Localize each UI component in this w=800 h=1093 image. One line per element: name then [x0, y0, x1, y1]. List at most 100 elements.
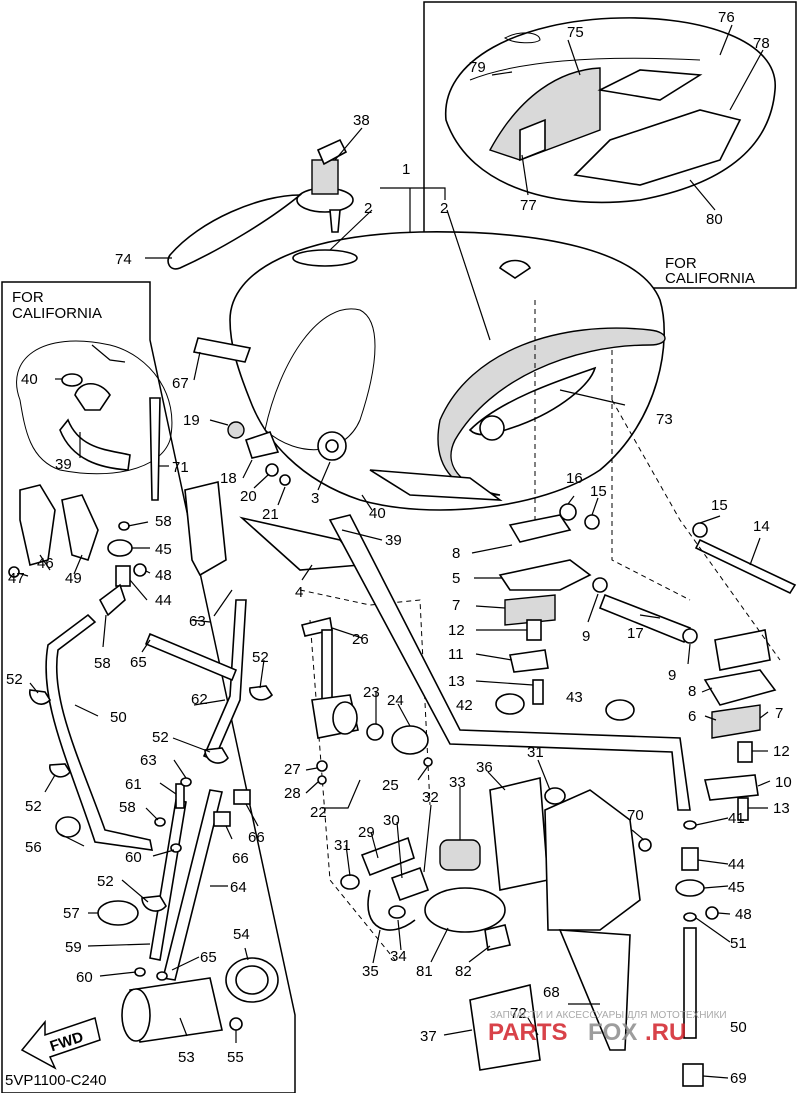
fuel-pump-assembly	[340, 777, 652, 951]
callout-50-right: 50	[730, 1019, 747, 1036]
fuel-tank-assembly	[229, 231, 666, 571]
callout-77: 77	[520, 197, 537, 214]
washer-23	[366, 723, 384, 741]
grommet-16	[559, 503, 577, 521]
callout-78: 78	[753, 35, 770, 52]
callout-58-mid: 58	[94, 655, 111, 672]
clamp-52-a	[29, 689, 52, 705]
callout-76: 76	[718, 9, 735, 26]
hose-50-left	[45, 613, 154, 851]
fwd-arrow: FWD	[20, 1017, 101, 1070]
clip-51	[683, 912, 697, 922]
emblem-roundel	[479, 415, 505, 441]
callout-52-b: 52	[25, 798, 42, 815]
hose-39	[328, 514, 691, 811]
callout-63-lower: 63	[140, 752, 157, 769]
callout-49: 49	[65, 570, 82, 587]
callout-27: 27	[284, 761, 301, 778]
callout-52-d: 52	[152, 729, 169, 746]
bracket-68	[558, 929, 631, 1051]
plate-11	[509, 649, 549, 673]
callout-15-upper: 15	[590, 483, 607, 500]
emblem-trim	[167, 194, 303, 270]
callout-51: 51	[730, 935, 747, 952]
bolt-48-left	[133, 563, 147, 577]
callout-82: 82	[455, 963, 472, 980]
clip-41	[683, 820, 697, 830]
callout-38: 38	[353, 112, 370, 129]
part-8-lower	[714, 629, 771, 671]
callout-13-lower: 13	[773, 800, 790, 817]
callout-33: 33	[449, 774, 466, 791]
clamp-34	[388, 905, 406, 919]
callout-58-lower: 58	[119, 799, 136, 816]
callout-8-lower: 8	[688, 683, 696, 700]
elbow-58	[98, 583, 126, 617]
callout-52-a: 52	[6, 671, 23, 688]
damper-7-lower	[711, 704, 761, 739]
hose-64	[162, 789, 223, 981]
callout-8-upper: 8	[452, 545, 460, 562]
screw-28	[317, 775, 327, 785]
callout-21: 21	[262, 506, 279, 523]
callout-41: 41	[728, 810, 745, 827]
callout-30: 30	[383, 812, 400, 829]
inset-bracket	[573, 109, 742, 186]
callout-53: 53	[178, 1049, 195, 1066]
bolt-48-right	[705, 906, 719, 920]
clip-42	[495, 693, 525, 715]
hose-30	[390, 866, 430, 902]
callout-66-b: 66	[232, 850, 249, 867]
callout-55: 55	[227, 1049, 244, 1066]
callout-34: 34	[390, 948, 407, 965]
callout-7-lower: 7	[775, 705, 783, 722]
plate-10	[703, 774, 759, 801]
left-inset-vent-line	[91, 344, 126, 363]
clip-58-upper	[118, 521, 130, 531]
callout-67: 67	[172, 375, 189, 392]
bracket-18	[244, 431, 280, 459]
cap-66-b	[213, 811, 231, 827]
inset-left-frame	[1, 281, 296, 1093]
callout-57: 57	[63, 905, 80, 922]
tank-rear-mount	[498, 259, 532, 279]
clip-63	[180, 777, 192, 787]
callout-36: 36	[476, 759, 493, 776]
callout-65-lower: 65	[200, 949, 217, 966]
band-54-inner	[235, 965, 269, 995]
callout-24: 24	[387, 692, 404, 709]
damper-19	[227, 421, 245, 439]
inset-canister	[488, 67, 601, 161]
bracket-46	[19, 484, 56, 566]
nut-21	[279, 474, 291, 486]
clamp-52-c	[249, 685, 274, 701]
washer-9-upper	[592, 577, 608, 593]
callout-40-left: 40	[21, 371, 38, 388]
callout-45-right: 45	[728, 879, 745, 896]
callout-35: 35	[362, 963, 379, 980]
clamp-57	[97, 900, 139, 926]
bracket-49	[61, 494, 99, 561]
callout-74: 74	[115, 251, 132, 268]
cap-neck	[329, 209, 341, 233]
washer-27	[316, 760, 328, 772]
callout-73: 73	[656, 411, 673, 428]
washer-15	[584, 514, 600, 530]
pump-bracket	[544, 789, 641, 931]
bracket-5	[498, 559, 592, 591]
clip-65-lower	[156, 971, 168, 981]
callout-18: 18	[220, 470, 237, 487]
callout-40-main: 40	[369, 505, 386, 522]
left-inset-fitting	[74, 382, 111, 411]
callout-64: 64	[230, 879, 247, 896]
callout-60-lower: 60	[76, 969, 93, 986]
watermark-tagline: ЗАПЧАСТИ И АКСЕССУАРЫ ДЛЯ МОТОТЕХНИКИ	[490, 1010, 727, 1021]
callout-45-left: 45	[155, 541, 172, 558]
knee-strip	[369, 469, 503, 501]
fuel-cock-assembly	[301, 617, 433, 785]
clip-82	[484, 924, 511, 951]
fitting-61	[175, 783, 185, 809]
callout-19: 19	[183, 412, 200, 429]
callout-32: 32	[422, 789, 439, 806]
